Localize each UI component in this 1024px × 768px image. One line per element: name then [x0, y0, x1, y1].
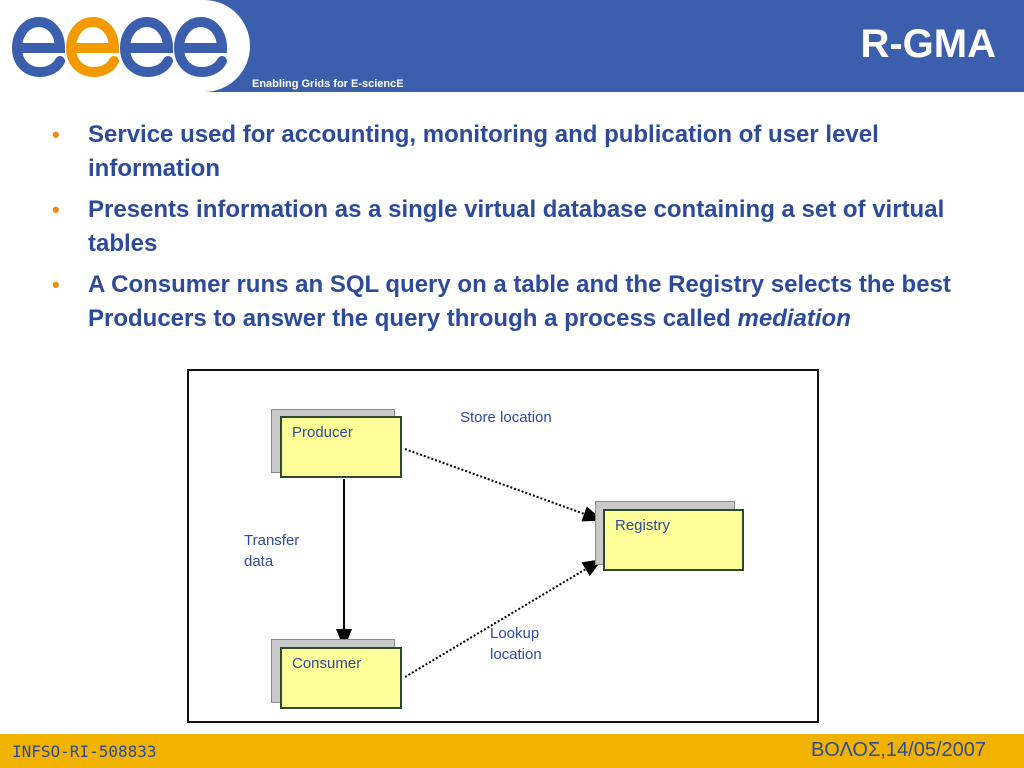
bullet-dot-icon: •	[52, 122, 60, 147]
transfer-label-line1: Transfer	[244, 532, 300, 549]
lookup-label-line1: Lookup	[490, 625, 540, 642]
producer-label: Producer	[292, 424, 353, 441]
egee-logo	[12, 16, 228, 78]
bullet-item: • Service used for accounting, monitorin…	[40, 118, 1000, 186]
rgma-diagram: Producer Registry Consumer Store locatio…	[187, 369, 819, 723]
transfer-data-label: Transfer data	[244, 530, 299, 572]
bullet-text: A Consumer runs an SQL query on a table …	[88, 271, 951, 332]
slide-title: R-GMA	[860, 22, 996, 66]
tagline: Enabling Grids for E-sciencE	[252, 78, 404, 90]
consumer-box: Consumer	[280, 647, 402, 709]
footer-project-id: INFSO-RI-508833	[12, 742, 157, 761]
bullet-dot-icon: •	[52, 272, 60, 297]
bullet-item: • Presents information as a single virtu…	[40, 193, 1000, 261]
bullet-text: Presents information as a single virtual…	[88, 196, 945, 257]
footer-place-date: ΒΟΛΟΣ,14/05/2007	[810, 739, 986, 761]
bullet-text: Service used for accounting, monitoring …	[88, 121, 879, 182]
consumer-label: Consumer	[292, 655, 362, 672]
bullet-dot-icon: •	[52, 197, 60, 222]
header-band: Enabling Grids for E-sciencE R-GMA	[0, 0, 1024, 92]
transfer-label-line2: data	[244, 553, 274, 570]
footer-band: INFSO-RI-508833 ΒΟΛΟΣ,14/05/2007	[0, 734, 1024, 768]
store-location-label: Store location	[460, 409, 552, 426]
logo-container	[0, 0, 250, 92]
store-location-arrow	[404, 448, 603, 522]
bullet-emphasis: mediation	[737, 305, 851, 332]
producer-box: Producer	[280, 416, 402, 478]
lookup-location-label: Lookup location	[490, 623, 542, 665]
lookup-label-line2: location	[490, 646, 542, 663]
bullet-item: • A Consumer runs an SQL query on a tabl…	[40, 268, 1000, 336]
registry-box: Registry	[603, 509, 744, 571]
registry-label: Registry	[615, 517, 671, 534]
diagram-connectors	[336, 448, 603, 678]
bullet-list: • Service used for accounting, monitorin…	[40, 118, 1000, 343]
